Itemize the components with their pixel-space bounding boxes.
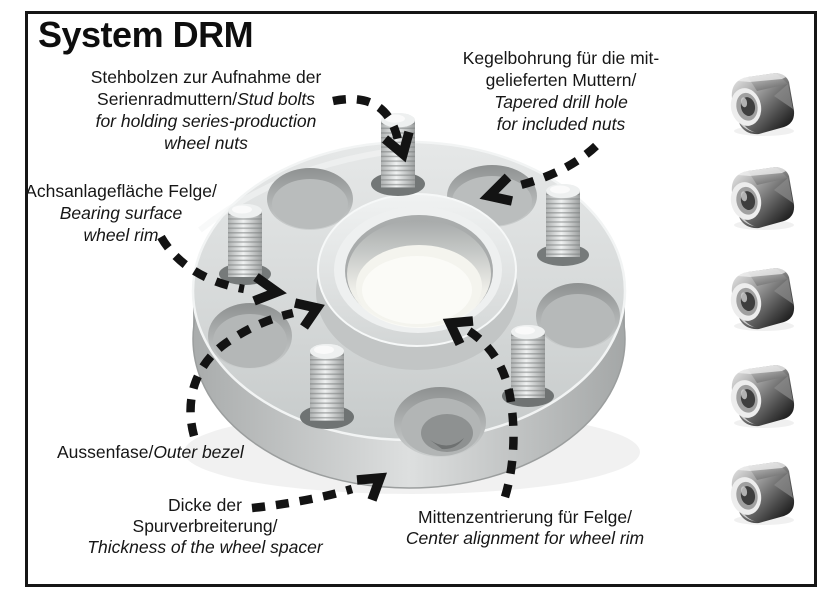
annotation-line: Dicke der [168,495,242,515]
arrow-stud-bolts [332,94,403,142]
arrowhead [293,298,325,330]
annotation-line: Center alignment for wheel rim [405,527,645,548]
arrow-thickness [251,484,354,513]
annotation-line: Mittenzentrierung für Felge/ [418,507,632,527]
lug-nut [727,268,795,331]
arrow-heads [252,130,514,502]
lug-nut [727,73,795,136]
lug-nut [727,462,795,525]
annotation-line: for holding series-production [95,111,317,131]
annotation-line: Thickness of the wheel spacer [87,537,323,557]
annotation-line: wheel nuts [164,133,248,153]
annotation-center-alignment: Mittenzentrierung für Felge/ Center alig… [394,507,656,548]
hub-center-ring [316,193,518,370]
arrowhead [479,173,514,206]
lug-nut [727,167,795,230]
annotation-line: Achsanlagefläche Felge/ [25,181,217,201]
spacer-holes [208,165,620,457]
callout-arrows [157,94,599,513]
annotation-thickness: Dicke der Spurverbreiterung/ Thickness o… [62,495,348,558]
annotation-line: Tapered drill hole [494,92,628,112]
arrowhead [356,472,388,502]
annotation-stud-bolts: Stehbolzen zur Aufnahme der Serienradmut… [70,66,342,154]
page-title: System DRM [38,14,254,55]
arrow-tapered-hole [515,142,599,191]
annotation-line: wheel rim [83,225,159,245]
annotation-line: Bearing surface [59,203,183,223]
arrow-outer-bezel [186,308,294,438]
annotation-bearing-surface: Achsanlagefläche Felge/ Bearing surface … [12,180,230,246]
annotation-line: Spurverbreiterung/ [132,516,278,536]
annotation-line: gelieferten Muttern/ [485,70,637,90]
arrow-bearing-surface [157,234,245,294]
annotation-line: for included nuts [496,114,626,134]
arrowhead [381,130,414,163]
lug-nut [727,365,795,428]
annotation-tapered-hole: Kegelbohrung für die mit- gelieferten Mu… [450,47,672,135]
annotation-line: Kegelbohrung für die mit- [462,48,660,68]
wheel-spacer [184,113,640,494]
arrow-center-alignment [466,327,518,499]
lug-nuts [727,73,795,525]
annotation-line: Serienradmuttern/Stud bolts [97,89,315,109]
arrowhead [442,316,474,347]
annotation-outer-bezel: Aussenfase/Outer bezel [57,442,277,463]
annotation-line: Stehbolzen zur Aufnahme der [90,67,322,87]
annotation-line: Aussenfase/Outer bezel [57,442,244,462]
stud-bolts [219,113,589,429]
arrowhead [252,273,287,306]
